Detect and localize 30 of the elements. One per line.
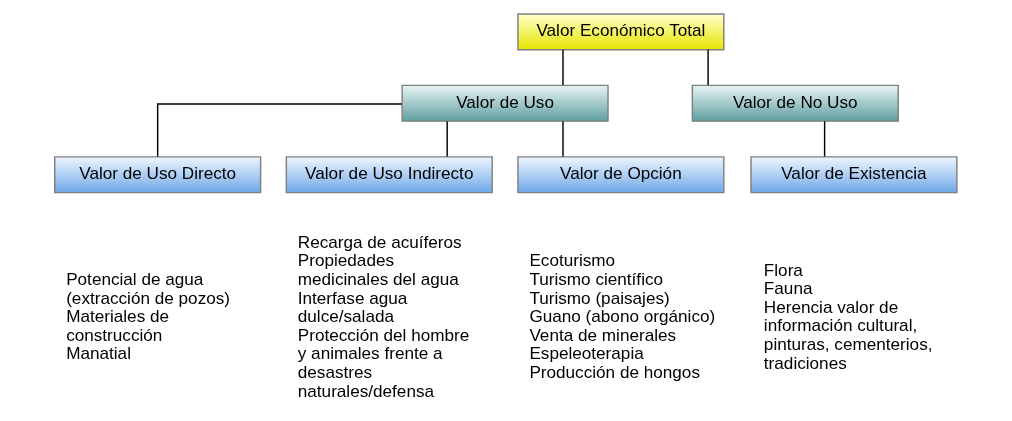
node-label: Materiales de construcción	[65, 306, 169, 345]
node-label: Propiedades medicinales del agua	[297, 250, 459, 289]
connector	[706, 49, 709, 86]
node-label: Flora	[763, 259, 803, 280]
node-label: Guano (abono orgánico)	[528, 306, 715, 327]
connector	[445, 120, 448, 158]
connector	[823, 120, 825, 158]
node-label: Producción de hongos	[528, 361, 700, 382]
node-label: Turismo (paisajes)	[528, 287, 670, 308]
connector	[156, 103, 402, 158]
node-label: Interfase agua dulce/salada	[297, 287, 407, 327]
node-label: Venta de minerales	[528, 324, 676, 345]
node-label: Herencia valor de información cultural, pinturas, cementerios, tradiciones	[763, 296, 932, 373]
node-label: Fauna	[763, 278, 812, 299]
node-label: Recarga de acuíferos	[297, 231, 462, 252]
node-label: Espeleoterapia	[528, 343, 644, 364]
node-box: Valor Económico Total	[516, 13, 725, 51]
node-box: Valor de Uso Directo	[53, 156, 261, 194]
node-label: Protección del hombre y animales frente a desastres naturales/defensa	[297, 324, 469, 401]
node-box: Valor de Opción	[516, 156, 725, 194]
connector	[561, 120, 564, 158]
node-label: Potencial de agua (extracción de pozos)	[65, 268, 230, 308]
node-box: Valor de Existencia	[749, 156, 958, 194]
node-label: Ecoturismo	[528, 250, 615, 271]
node-label: Manatial	[65, 343, 131, 364]
connector	[561, 49, 564, 86]
node-box: Valor de Uso Indirecto	[285, 156, 493, 194]
node-label: Turismo científico	[528, 268, 663, 289]
node-box: Valor de No Uso	[691, 84, 899, 122]
node-box: Valor de Uso	[400, 84, 609, 122]
